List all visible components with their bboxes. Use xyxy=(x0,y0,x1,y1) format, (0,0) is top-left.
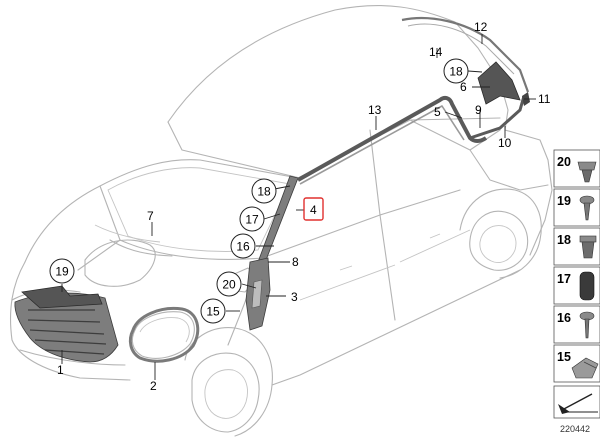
bracket-clip-icon xyxy=(571,357,599,379)
side-box-19 xyxy=(553,188,600,227)
callout-17: 17 xyxy=(245,213,259,227)
callout-17-circle xyxy=(239,206,265,232)
side-label-15: 15 xyxy=(557,350,571,364)
side-label-17: 17 xyxy=(557,272,571,286)
roof-seal-part xyxy=(297,95,488,182)
car-outline xyxy=(10,5,553,437)
side-label-18: 18 xyxy=(557,233,571,247)
side-label-19: 19 xyxy=(557,194,571,208)
callout-15-circle xyxy=(200,298,226,324)
callout-1: 1 xyxy=(57,363,64,377)
roof-seal-inner xyxy=(299,105,465,185)
side-panel: 20 19 18 17 16 15 xyxy=(553,149,600,434)
headlight-seal-part xyxy=(128,306,200,363)
callout-20-circle xyxy=(216,271,242,297)
callout-19: 19 xyxy=(55,265,69,279)
callout-2: 2 xyxy=(150,379,157,393)
side-label-20: 20 xyxy=(557,155,571,169)
callout-18b-circle xyxy=(443,58,469,84)
callout-20: 20 xyxy=(222,278,236,292)
rear-seal-part xyxy=(469,95,526,140)
push-nut-icon xyxy=(577,161,597,183)
callout-19-circle xyxy=(49,258,75,284)
callout-3: 3 xyxy=(291,290,298,304)
callout-14: 14 xyxy=(429,45,443,59)
callout-8: 8 xyxy=(292,255,299,269)
callout-5: 5 xyxy=(434,105,441,119)
screw-icon xyxy=(579,195,595,221)
callout-18a: 18 xyxy=(257,185,271,199)
callout-9: 9 xyxy=(475,103,482,117)
callout-18b: 18 xyxy=(449,65,463,79)
bolt-icon xyxy=(579,311,595,339)
callout-12: 12 xyxy=(474,20,488,34)
clip-icon xyxy=(579,235,597,259)
callout-15: 15 xyxy=(206,305,220,319)
callout-16: 16 xyxy=(236,240,250,254)
rear-trim-part xyxy=(477,61,521,105)
roof-rail-inner xyxy=(407,23,515,75)
a-pillar-lower-insert xyxy=(251,279,263,309)
side-label-16: 16 xyxy=(557,311,571,325)
side-box-16 xyxy=(553,305,600,344)
callout-labels: 1 2 3 4 5 6 7 8 9 10 11 12 13 14 15 16 1… xyxy=(49,20,551,393)
callout-4: 4 xyxy=(310,203,317,217)
arrow-icon xyxy=(558,393,598,414)
grille-slats xyxy=(27,309,107,355)
callout-4-highlight xyxy=(303,197,324,221)
callout-16-circle xyxy=(230,233,256,259)
callout-7: 7 xyxy=(147,209,154,223)
grommet-icon xyxy=(579,271,595,301)
callout-13: 13 xyxy=(368,103,382,117)
roof-rail-part xyxy=(401,16,530,93)
callout-10: 10 xyxy=(498,136,512,150)
callout-6: 6 xyxy=(460,80,467,94)
callout-11: 11 xyxy=(538,92,551,106)
diagram-code: 220442 xyxy=(560,424,590,434)
leader-lines xyxy=(61,34,536,380)
callout-18a-circle xyxy=(251,178,277,204)
